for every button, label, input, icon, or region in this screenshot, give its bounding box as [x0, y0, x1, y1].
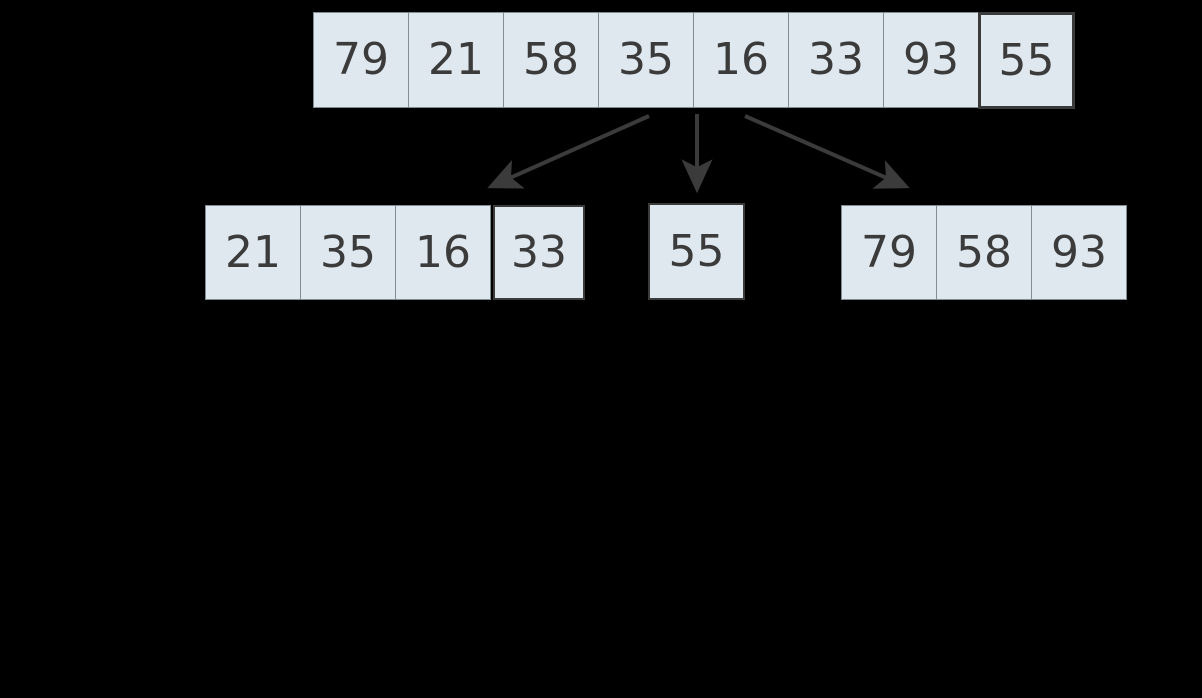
arrow-to-right-partition	[744, 114, 910, 189]
array-cell[interactable]: 58	[936, 205, 1032, 300]
array-cell[interactable]: 93	[883, 12, 979, 108]
array-cell[interactable]: 58	[503, 12, 599, 108]
array-cell[interactable]: 79	[313, 12, 409, 108]
left-partition-group: 21 35 16 33	[205, 205, 585, 300]
array-cell-marked[interactable]: 33	[493, 205, 585, 300]
array-cell[interactable]: 16	[693, 12, 789, 108]
pivot-group: 55	[648, 203, 745, 300]
array-cell[interactable]: 21	[205, 205, 301, 300]
array-cell-pivot[interactable]: 55	[978, 12, 1075, 109]
array-cell[interactable]: 35	[300, 205, 396, 300]
input-array-row: 79 21 58 35 16 33 93 55	[313, 12, 1075, 109]
array-cell[interactable]: 33	[788, 12, 884, 108]
array-cell[interactable]: 21	[408, 12, 504, 108]
array-cell[interactable]: 93	[1031, 205, 1127, 300]
array-cell[interactable]: 35	[598, 12, 694, 108]
right-partition-group: 79 58 93	[841, 205, 1127, 300]
arrow-to-left-partition	[487, 114, 650, 189]
array-cell[interactable]: 16	[395, 205, 491, 300]
array-cell-pivot[interactable]: 55	[648, 203, 745, 300]
array-cell[interactable]: 79	[841, 205, 937, 300]
